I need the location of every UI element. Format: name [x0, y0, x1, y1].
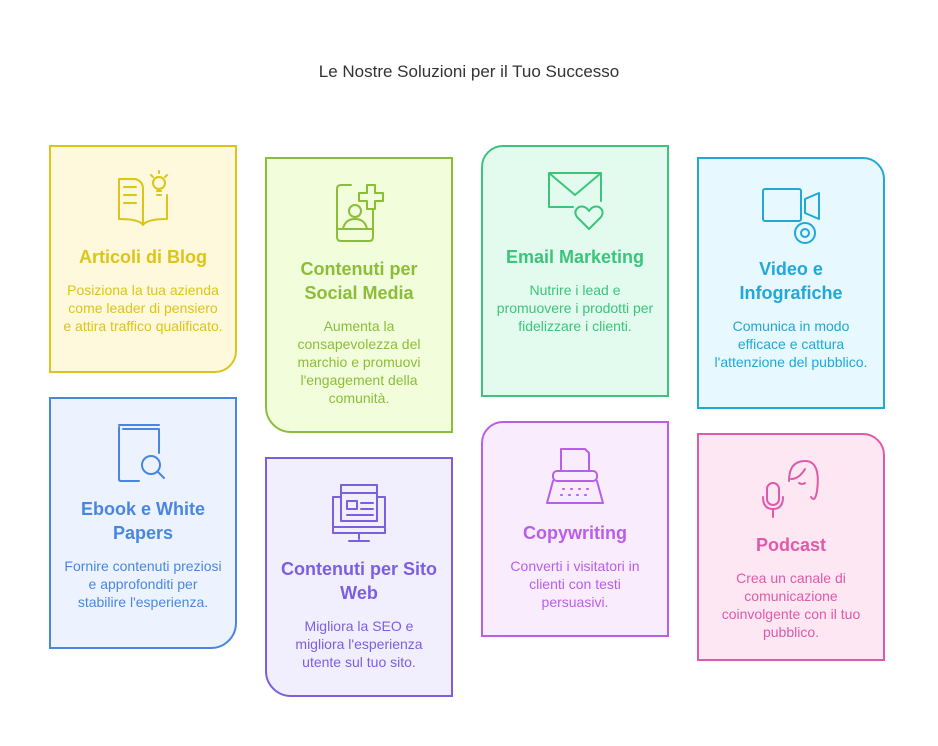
microphone-person-icon — [762, 460, 819, 518]
card-description: Nutrire i lead e promuovere i prodotti p… — [496, 282, 654, 334]
video-camera-icon — [762, 188, 820, 244]
card-copywriting: Copywriting Converti i visitatori in cli… — [481, 421, 669, 637]
card-title: Email Marketing — [505, 247, 645, 267]
card-ebook-white-papers: Ebook e White Papers Fornire contenuti p… — [49, 397, 237, 649]
card-title: Video e Infografiche — [739, 259, 843, 303]
card-title: Ebook e White Papers — [80, 499, 205, 543]
card-title: Contenuti per Social Media — [300, 259, 418, 303]
card-description: Posiziona la tua azienda come leader di … — [63, 282, 223, 334]
phone-user-plus-icon — [336, 184, 384, 242]
book-lightbulb-icon — [118, 170, 168, 226]
card-social-media: Contenuti per Social Media Aumenta la co… — [265, 157, 453, 433]
typewriter-icon — [546, 448, 604, 504]
envelope-heart-icon — [548, 172, 604, 230]
card-description: Migliora la SEO e migliora l'esperienza … — [295, 618, 423, 670]
card-podcast: Podcast Crea un canale di comunicazione … — [697, 433, 885, 661]
card-title: Articoli di Blog — [79, 247, 207, 267]
card-website-content: Contenuti per Sito Web Migliora la SEO e… — [265, 457, 453, 697]
card-title: Contenuti per Sito Web — [281, 559, 437, 603]
card-description: Aumenta la consapevolezza del marchio e … — [297, 318, 421, 406]
diagram-title: Le Nostre Soluzioni per il Tuo Successo — [318, 62, 620, 81]
card-title: Copywriting — [523, 523, 627, 543]
card-description: Fornire contenuti preziosi e approfondit… — [64, 558, 222, 610]
card-email-marketing: Email Marketing Nutrire i lead e promuov… — [481, 145, 669, 397]
monitor-webpage-icon — [332, 484, 386, 542]
book-search-icon — [118, 424, 165, 482]
card-description: Crea un canale di comunicazione coinvolg… — [721, 570, 861, 640]
card-blog-articles: Articoli di Blog Posiziona la tua aziend… — [49, 145, 237, 373]
card-description: Converti i visitatori in clienti con tes… — [510, 558, 640, 610]
card-video-infographics: Video e Infografiche Comunica in modo ef… — [697, 157, 885, 409]
card-description: Comunica in modo efficace e cattura l'at… — [714, 318, 868, 370]
card-title: Podcast — [755, 535, 827, 555]
